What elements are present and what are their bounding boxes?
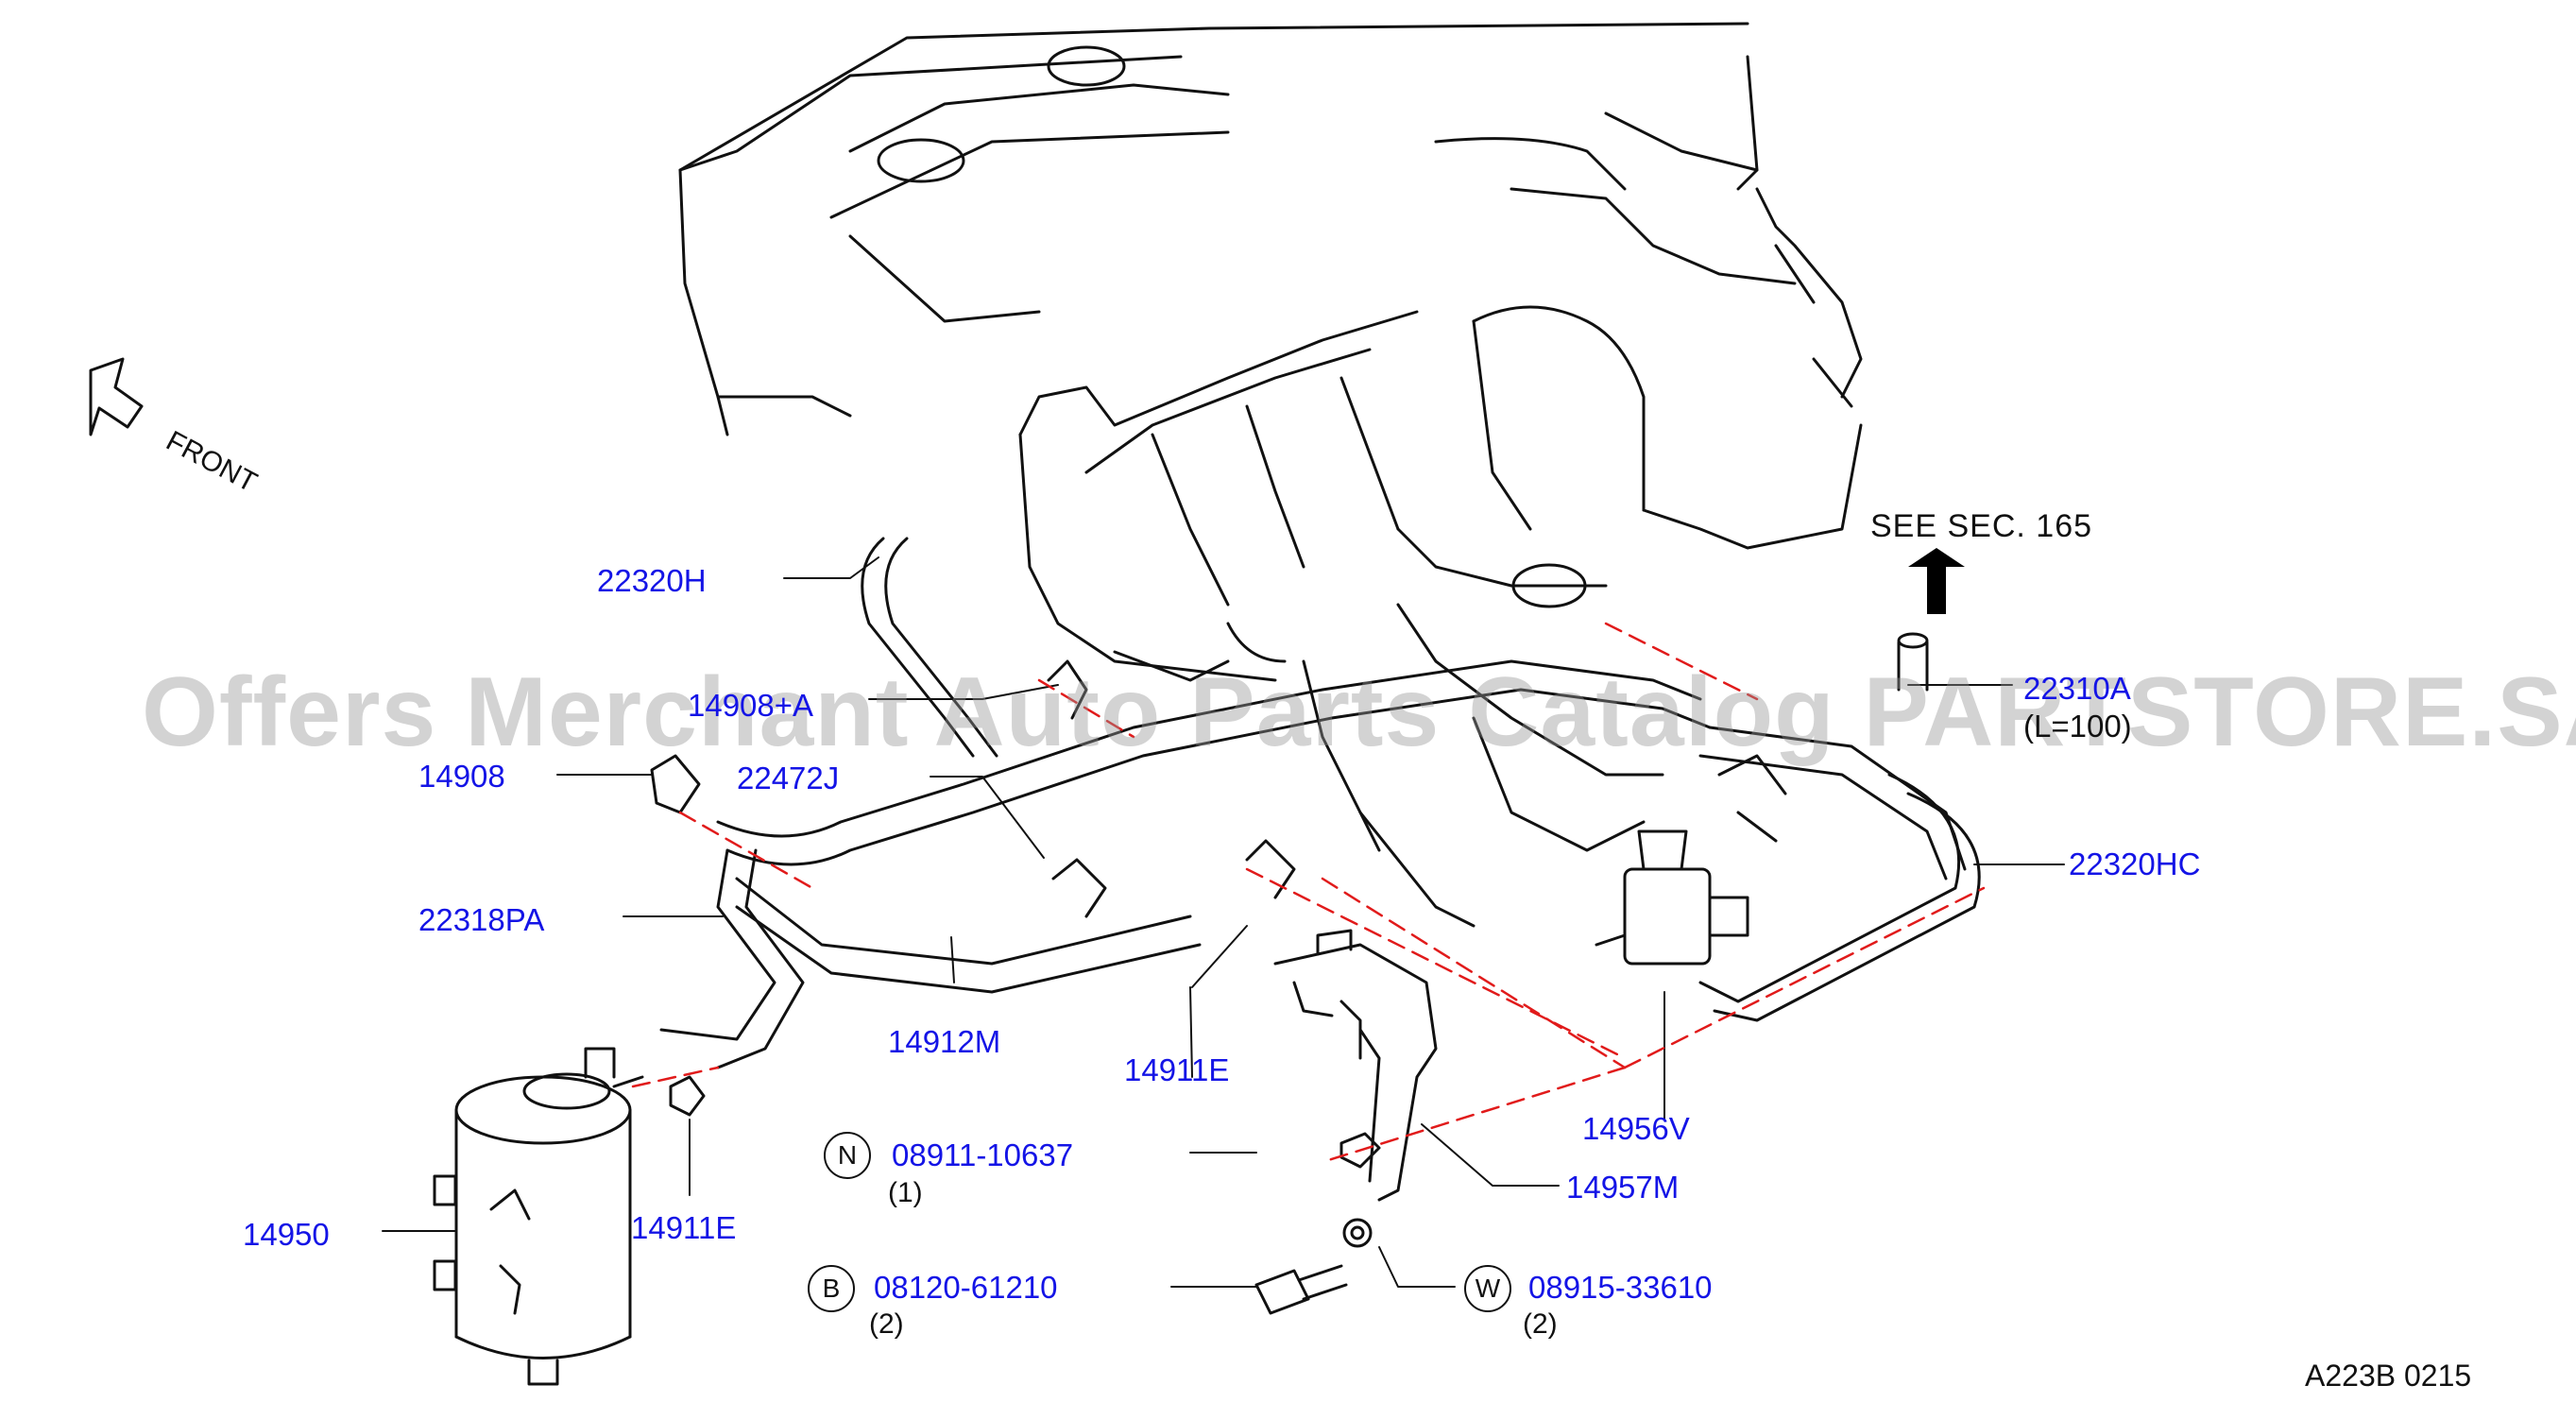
up-arrow-icon bbox=[1908, 548, 1965, 614]
part-label-14908A[interactable]: 14908+A bbox=[688, 688, 814, 723]
engine-cover-outline bbox=[678, 22, 1863, 436]
part-label-14912M[interactable]: 14912M bbox=[888, 1024, 1001, 1059]
fastener-symbol-w: W bbox=[1464, 1265, 1511, 1312]
part-label-22320H[interactable]: 22320H bbox=[597, 563, 707, 598]
part-label-22318PA[interactable]: 22318PA bbox=[418, 902, 545, 937]
bracket-drawing bbox=[1273, 929, 1438, 1202]
see-section-note: SEE SEC. 165 bbox=[1870, 508, 2093, 544]
part-label-14911E-lower[interactable]: 14911E bbox=[631, 1210, 737, 1245]
fastener-part-08915[interactable]: 08915-33610 bbox=[1528, 1270, 1713, 1305]
leader-lines bbox=[382, 556, 2065, 1288]
fastener-part-08120[interactable]: 08120-61210 bbox=[874, 1270, 1058, 1305]
part-label-22310A[interactable]: 22310A bbox=[2023, 671, 2131, 706]
part-label-22320HC[interactable]: 22320HC bbox=[2069, 846, 2201, 881]
watermark: Offers Merchant Auto Parts Catalog PARTS… bbox=[142, 658, 2576, 767]
part-label-14950[interactable]: 14950 bbox=[243, 1217, 330, 1252]
fastener-qty-n: (1) bbox=[888, 1177, 923, 1208]
fastener-qty-b: (2) bbox=[869, 1308, 904, 1340]
fastener-qty-w: (2) bbox=[1523, 1308, 1558, 1340]
canister-drawing bbox=[433, 1047, 644, 1386]
part-label-14911E-upper[interactable]: 14911E bbox=[1124, 1052, 1230, 1087]
fastener-symbol-b: B bbox=[808, 1265, 855, 1312]
part-label-14908[interactable]: 14908 bbox=[418, 759, 505, 794]
clip-drawings bbox=[650, 659, 1381, 1315]
hose-drawings bbox=[659, 537, 1981, 1069]
part-label-22472J[interactable]: 22472J bbox=[737, 761, 840, 795]
intake-manifold-outline bbox=[1018, 187, 1863, 928]
diagram-code: A223B 0215 bbox=[2305, 1359, 2472, 1393]
front-arrow-icon bbox=[89, 357, 144, 436]
fastener-part-08911[interactable]: 08911-10637 bbox=[892, 1137, 1074, 1172]
part-label-14957M[interactable]: 14957M bbox=[1566, 1170, 1680, 1205]
part-note-length: (L=100) bbox=[2023, 709, 2132, 744]
fastener-symbol-n: N bbox=[824, 1132, 871, 1179]
solenoid-valve-drawing bbox=[1595, 829, 1749, 966]
part-label-14956V[interactable]: 14956V bbox=[1582, 1111, 1690, 1146]
dashed-guide-lines bbox=[631, 622, 1986, 1164]
